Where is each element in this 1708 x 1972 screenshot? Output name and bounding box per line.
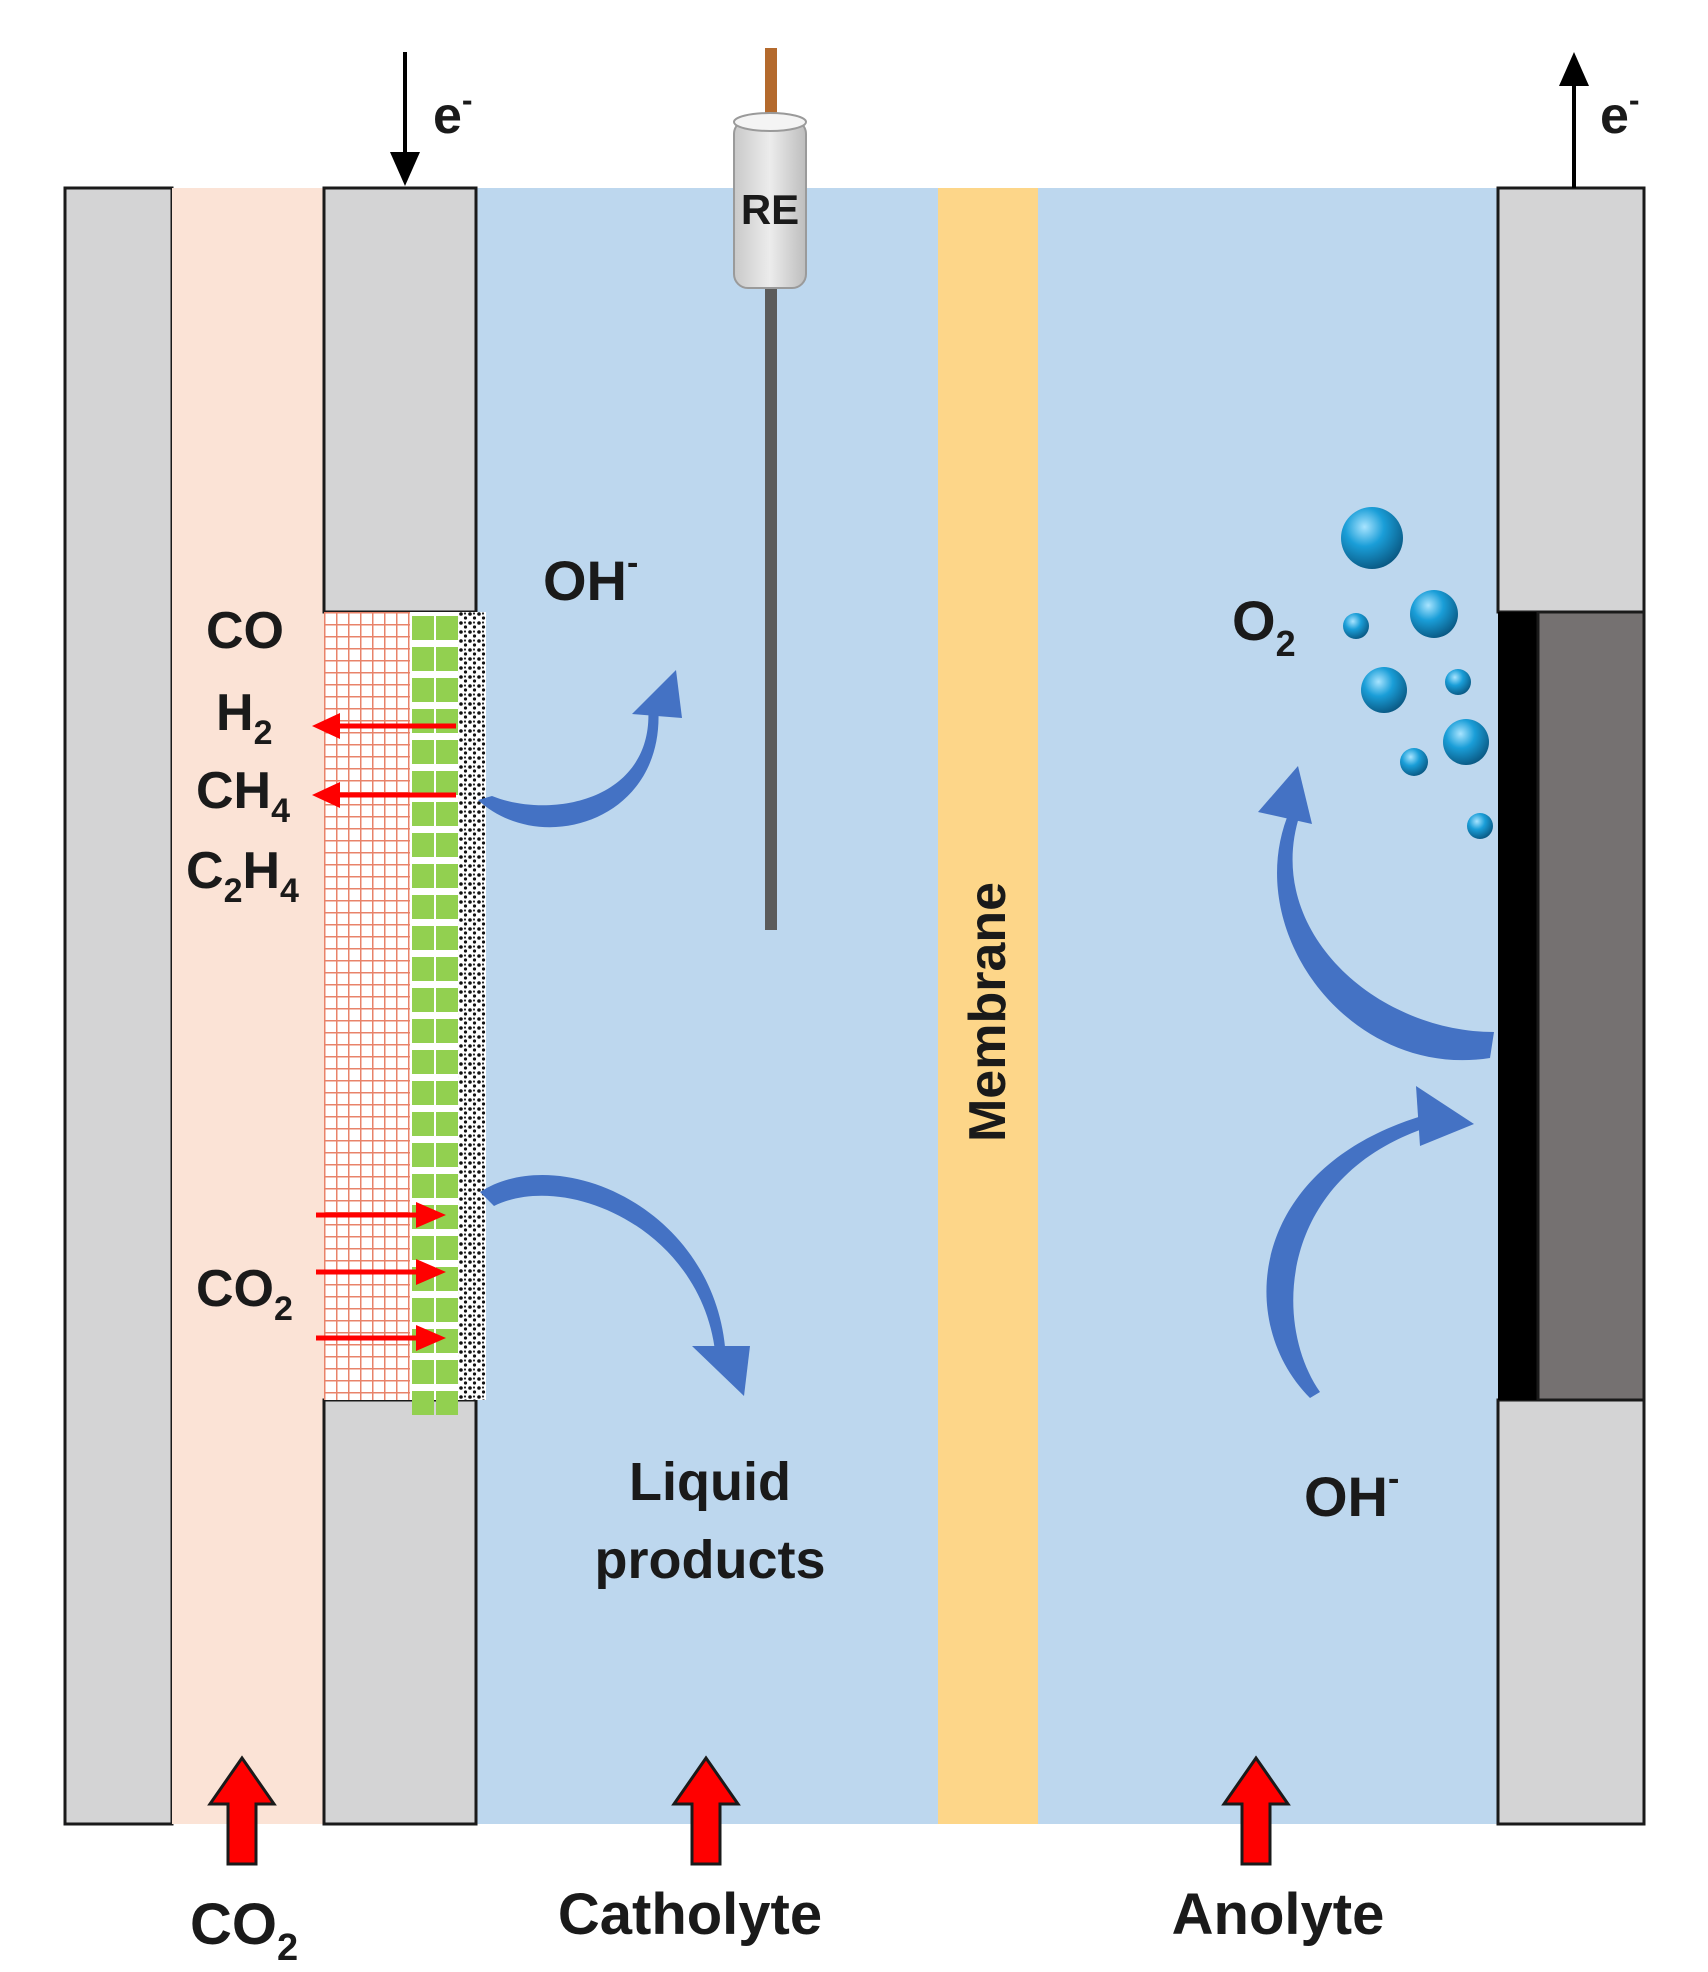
catalyst-particle <box>412 1112 434 1136</box>
inlet-catholyte-label: Catholyte <box>558 1882 822 1947</box>
catalyst-particle <box>412 740 434 764</box>
co2-gas-channel <box>172 188 324 1824</box>
catalyst-particle <box>412 864 434 888</box>
catalyst-particle <box>412 616 434 640</box>
catalyst-particle <box>436 988 458 1012</box>
product-outflow-arrows <box>312 713 456 808</box>
inlet-catholyte-arrow <box>671 1755 741 1866</box>
membrane <box>938 188 1038 1824</box>
anode-catalyst-layer <box>1498 612 1538 1400</box>
cathode-collector-bottom <box>322 1398 478 1826</box>
re-probe-rod <box>765 280 777 930</box>
o2-evolution-arrow <box>1258 766 1494 1061</box>
catalyst-particle <box>436 1050 458 1074</box>
oxygen-bubbles <box>1341 507 1493 839</box>
catalyst-particle <box>436 1391 458 1415</box>
product-co-label: CO <box>206 602 284 660</box>
product-ch4-label: CH4 <box>196 762 290 830</box>
oh-to-anode-arrow <box>1266 1086 1474 1398</box>
catholyte-chamber <box>476 188 938 1824</box>
catalyst-particle <box>412 1143 434 1167</box>
catalyst-particle <box>436 1143 458 1167</box>
catalyst-particle <box>436 1236 458 1260</box>
catalyst-particle <box>436 1329 458 1353</box>
catalyst-particle <box>436 678 458 702</box>
re-cap <box>733 112 807 132</box>
catalyst-particle <box>436 1360 458 1384</box>
catalyst-particle <box>436 647 458 671</box>
reactant-co2-label: CO2 <box>196 1260 293 1328</box>
catalyst-particles <box>412 616 458 1415</box>
left-end-plate <box>63 186 174 1826</box>
oh-cathode-label: OH- <box>543 544 638 612</box>
catalyst-particle <box>412 833 434 857</box>
membrane-label: Membrane <box>959 882 1017 1142</box>
oxygen-label: O2 <box>1232 589 1296 664</box>
oh-release-arrow <box>478 670 682 828</box>
catalyst-particle <box>412 1360 434 1384</box>
catalyst-particle <box>436 1174 458 1198</box>
catalyst-particle <box>412 895 434 919</box>
catalyst-particle <box>412 709 434 733</box>
catalyst-particle <box>436 833 458 857</box>
catalyst-particle <box>412 771 434 795</box>
catalyst-particle <box>412 678 434 702</box>
catalyst-microporous-layer <box>458 612 486 1400</box>
gas-diffusion-layer <box>324 612 410 1400</box>
catalyst-particle <box>412 926 434 950</box>
inlet-arrows <box>207 1755 1291 1866</box>
catalyst-particle <box>412 988 434 1012</box>
catalyst-particle <box>436 1205 458 1229</box>
catalyst-particle <box>436 802 458 826</box>
catalyst-particle <box>436 864 458 888</box>
inlet-co2-label: CO2 <box>190 1892 298 1969</box>
electron-out-label: e- <box>1600 82 1640 145</box>
product-h2-label: H2 <box>216 684 272 752</box>
re-wire-copper <box>765 48 777 130</box>
oh-anode-label: OH- <box>1304 1460 1399 1528</box>
inlet-co2-arrow <box>207 1755 277 1866</box>
catalyst-particle <box>412 647 434 671</box>
liquid-products-arrow <box>480 1174 750 1396</box>
catalyst-particle <box>436 957 458 981</box>
catalyst-particle <box>436 740 458 764</box>
electron-in-arrow <box>390 52 420 186</box>
anode-electrode <box>1536 610 1646 1402</box>
anode-plate-top <box>1496 186 1646 614</box>
catalyst-particle <box>436 1019 458 1043</box>
anode-plate-bottom <box>1496 1398 1646 1826</box>
catalyst-particle <box>436 1298 458 1322</box>
catalyst-particle <box>436 1112 458 1136</box>
inlet-anolyte-label: Anolyte <box>1172 1882 1385 1947</box>
cathode-collector-top <box>322 186 478 614</box>
liquid-products-label-line1: Liquid <box>629 1452 791 1512</box>
catalyst-particle <box>412 1236 434 1260</box>
liquid-products-label-line2: products <box>594 1530 825 1590</box>
catalyst-particle <box>436 616 458 640</box>
catalyst-particle <box>412 1298 434 1322</box>
catalyst-particle <box>412 1081 434 1105</box>
catalyst-particle <box>412 1019 434 1043</box>
catalyst-particle <box>436 771 458 795</box>
anolyte-chamber <box>1038 188 1498 1824</box>
product-c2h4-label: C2H4 <box>186 842 299 910</box>
catalyst-particle <box>412 1391 434 1415</box>
reference-electrode-label: RE <box>741 186 799 233</box>
electron-out-arrow <box>1559 52 1589 188</box>
catalyst-particle <box>412 802 434 826</box>
catalyst-particle <box>436 895 458 919</box>
catalyst-particle <box>436 1081 458 1105</box>
catalyst-particle <box>412 957 434 981</box>
inlet-anolyte-arrow <box>1221 1755 1291 1866</box>
catalyst-particle <box>412 1050 434 1074</box>
catalyst-particle <box>436 709 458 733</box>
catalyst-particle <box>436 926 458 950</box>
catalyst-particle <box>412 1174 434 1198</box>
electron-in-label: e- <box>433 82 473 145</box>
co2-inflow-arrows <box>316 1202 446 1351</box>
